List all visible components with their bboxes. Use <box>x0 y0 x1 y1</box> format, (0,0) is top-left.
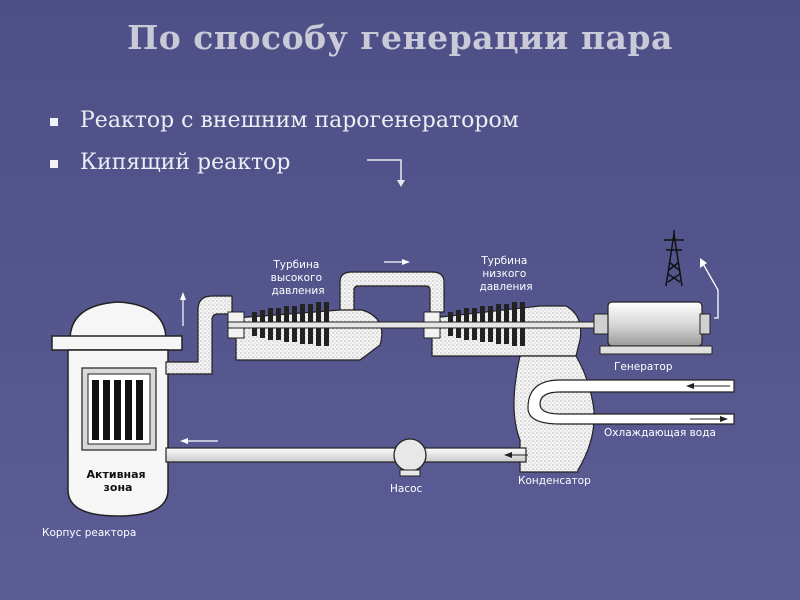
vessel-label: Корпус реактора <box>42 527 136 539</box>
power-line-arrow <box>700 258 719 319</box>
turbine-shaft <box>227 321 599 329</box>
condenser-label: Конденсатор <box>518 475 591 487</box>
corner-arrow-icon <box>367 159 405 187</box>
bullet-item: Реактор с внешним парогенератором <box>50 100 519 142</box>
bullet-text: Реактор с внешним парогенератором <box>80 108 519 133</box>
hp-turbine-label: Турбина высокого давления <box>271 259 326 297</box>
square-bullet-icon <box>50 160 58 168</box>
steam-pipe <box>165 295 233 375</box>
bullet-item: Кипящий реактор <box>50 142 519 184</box>
bullet-text: Кипящий реактор <box>80 150 291 175</box>
lp-turbine-label: Турбина низкого давления <box>479 255 532 293</box>
fuel-rods <box>92 380 143 440</box>
feedwater-pipe <box>165 447 527 463</box>
generator-label: Генератор <box>614 361 673 373</box>
cooling-water-label: Охлаждающая вода <box>604 427 716 439</box>
generator <box>593 301 713 355</box>
feedwater-left-arrow <box>180 438 218 444</box>
transmission-tower-icon <box>664 230 684 287</box>
cooling-out-arrow <box>690 416 728 422</box>
reactor-vessel <box>51 301 183 517</box>
bullet-list: Реактор с внешним парогенератором Кипящи… <box>50 100 519 184</box>
pump <box>393 438 427 477</box>
cooling-in-arrow <box>686 383 730 389</box>
lp-turbine <box>423 302 582 357</box>
flow-right-arrow <box>384 259 410 265</box>
steam-up-arrow <box>180 292 186 326</box>
square-bullet-icon <box>50 118 58 126</box>
slide-title: По способу генерации пара <box>127 18 673 57</box>
cooling-water-tube <box>527 379 735 425</box>
pump-label: Насос <box>390 483 423 495</box>
hp-turbine <box>227 302 383 361</box>
core-label: Активная зона <box>87 468 150 494</box>
condensate-left-arrow <box>504 452 528 458</box>
